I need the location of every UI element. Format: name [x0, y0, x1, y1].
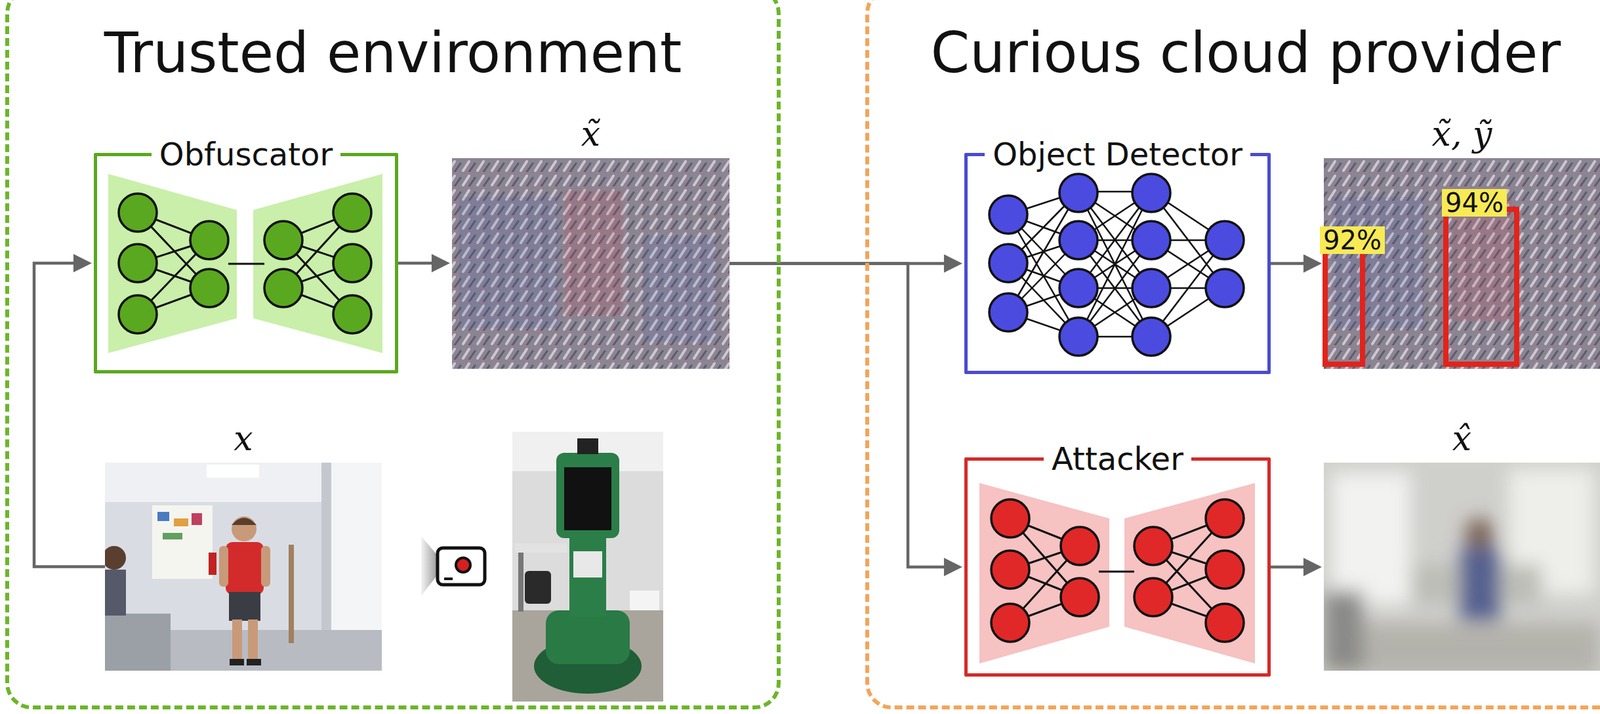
box-heading: Object Detector: [984, 137, 1251, 172]
net-links: [1008, 191, 1225, 337]
flow-arrow: [1270, 261, 1315, 266]
detector-box: Object Detector: [964, 152, 1271, 374]
net-links: [137, 212, 353, 315]
detection-picture: [1323, 158, 1600, 369]
bounding-box: [1325, 249, 1363, 365]
detector-net: [989, 173, 1244, 356]
box-heading: Obfuscator: [151, 137, 341, 172]
obfuscated-image: x̃: [451, 158, 730, 369]
camera-image: x: [104, 462, 382, 671]
flow-arrow: [398, 261, 443, 266]
obfuscator-box: Obfuscator: [93, 152, 399, 374]
camera-photo: [104, 462, 382, 671]
neurons: [991, 499, 1244, 642]
flow-arrow: [729, 263, 956, 568]
encoder-shape: [108, 173, 237, 353]
neurons: [989, 173, 1244, 356]
neurons: [118, 193, 372, 334]
image-label: x: [233, 419, 253, 459]
robot-photo: [512, 431, 664, 702]
image-label: x̃, ỹ: [1432, 114, 1493, 155]
bounding-box: [1445, 209, 1517, 365]
detection-score: 92%: [1319, 226, 1385, 254]
attacker-box: Attacker: [964, 457, 1271, 677]
detection-score: 94%: [1441, 188, 1507, 217]
image-label: x̂: [1452, 419, 1472, 459]
region-title: Curious cloud provider: [930, 22, 1561, 84]
detection-image: x̃, ỹ92%94%: [1323, 158, 1600, 369]
box-heading: Attacker: [1043, 441, 1192, 477]
decoder-shape: [1124, 482, 1255, 664]
attacker-net: [979, 482, 1255, 664]
image-label: x̃: [581, 114, 601, 155]
reconstruction-image: x̂: [1323, 462, 1600, 671]
camera-icon: [421, 535, 485, 596]
cloud-region: Curious cloud providerObject Detectorx̃,…: [865, 0, 1600, 710]
trusted-region: Trusted environmentObfuscatorx̃x: [5, 0, 781, 710]
decoder-shape: [253, 173, 383, 353]
region-title: Trusted environment: [104, 22, 682, 84]
net-links: [1010, 518, 1225, 623]
reconstruction-picture: [1323, 462, 1600, 671]
encoder-shape: [979, 482, 1110, 664]
flow-arrow: [1270, 565, 1315, 569]
obfuscator-net: [108, 173, 383, 353]
obfuscated-picture: [451, 158, 730, 369]
